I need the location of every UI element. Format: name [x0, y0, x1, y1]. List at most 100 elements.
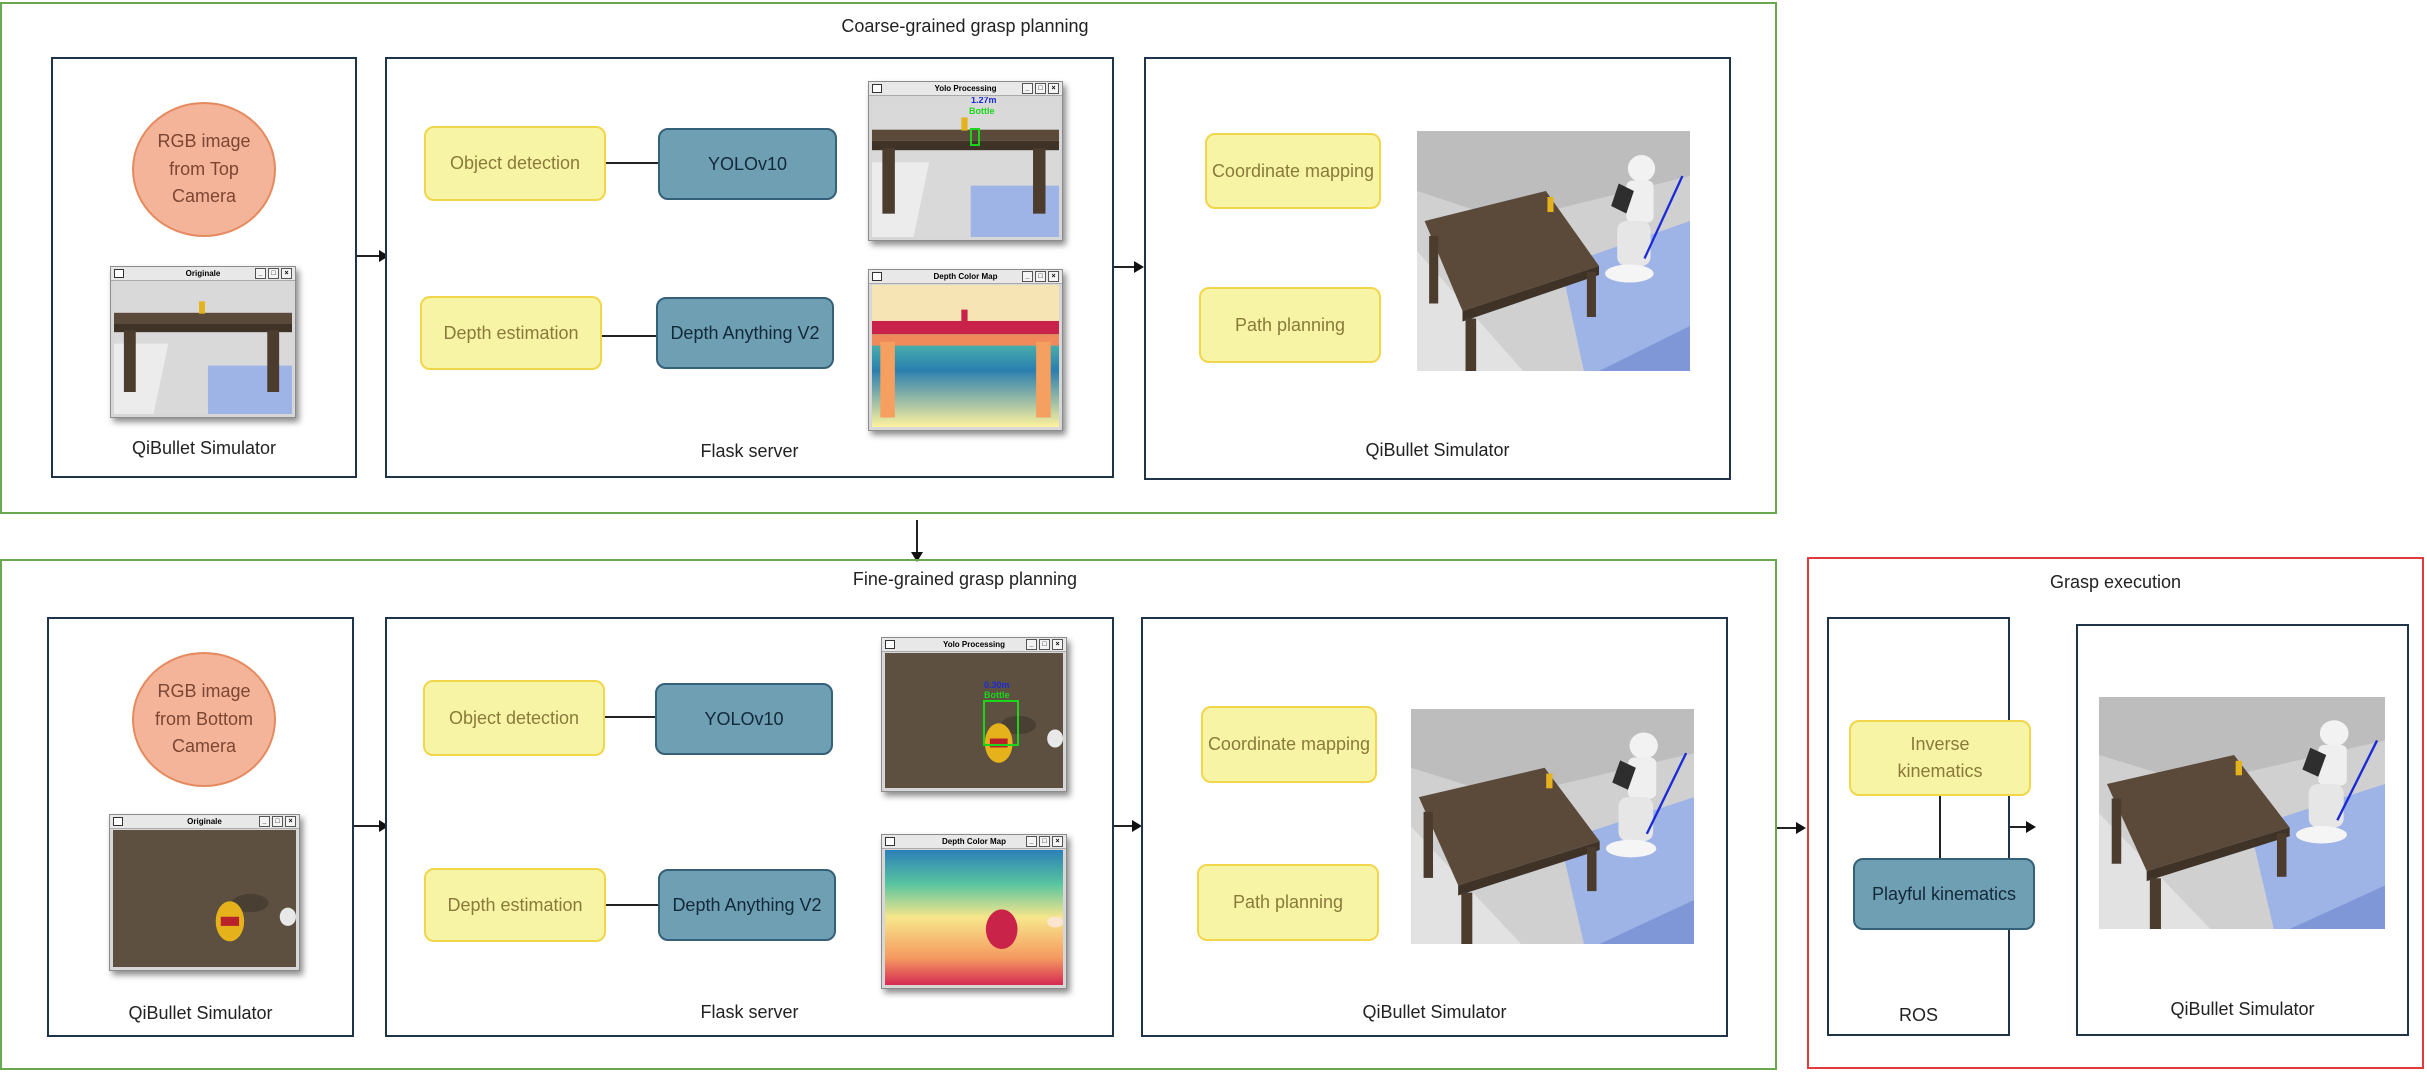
minimize-icon[interactable]: _: [255, 268, 266, 279]
arrowhead: [2026, 821, 2036, 833]
close-icon[interactable]: ×: [285, 816, 296, 827]
coarse-original-window: Originale _ □ ×: [110, 266, 296, 418]
coarse-robot-scene-image: [1417, 131, 1690, 371]
detection-class: Bottle: [969, 106, 995, 116]
maximize-icon[interactable]: □: [268, 268, 279, 279]
coarse-sim-caption: QiBullet Simulator: [1365, 440, 1510, 460]
coarse-input-caption: QiBullet Simulator: [131, 438, 277, 458]
window-title: Depth Color Map: [942, 837, 1006, 846]
window-menu-icon: [872, 84, 882, 93]
window-title-bar: Originale _ □ ×: [110, 815, 299, 829]
execution-robot-scene-image: [2099, 697, 2385, 929]
coarse-camera-input-node: RGB image from Top Camera: [132, 102, 276, 237]
fine-camera-input-node: RGB image from Bottom Camera: [132, 652, 276, 787]
execution-stage-title: Grasp execution: [2049, 572, 2182, 592]
node-label: Depth estimation: [447, 894, 583, 915]
node-connector: [606, 162, 660, 164]
fine-planning-stage: [0, 559, 1777, 1070]
window-menu-icon: [885, 640, 895, 649]
close-icon[interactable]: ×: [1052, 836, 1063, 847]
window-title: Originale: [187, 817, 222, 826]
node-connector: [602, 335, 658, 337]
arrowhead: [911, 552, 923, 562]
detection-distance: 0.30m: [984, 680, 1010, 690]
fine-depth-model-node: Depth Anything V2: [658, 869, 836, 941]
node-label: Inverse kinematics: [1897, 734, 1983, 781]
fine-stage-title: Fine-grained grasp planning: [852, 569, 1078, 589]
coarse-path-planning-node: Path planning: [1199, 287, 1381, 363]
maximize-icon[interactable]: □: [1035, 271, 1046, 282]
close-icon[interactable]: ×: [1052, 639, 1063, 650]
window-title-bar: Depth Color Map _ □ ×: [882, 835, 1066, 849]
yolo-detection-image: 1.27m Bottle: [872, 97, 1059, 237]
arrowhead: [1134, 261, 1144, 273]
window-title-bar: Originale _ □ ×: [111, 267, 295, 281]
minimize-icon[interactable]: _: [1022, 271, 1033, 282]
close-icon[interactable]: ×: [1048, 83, 1059, 94]
minimize-icon[interactable]: _: [1026, 836, 1037, 847]
arrowhead: [1132, 820, 1142, 832]
minimize-icon[interactable]: _: [1026, 639, 1037, 650]
arrowhead: [379, 820, 389, 832]
coarse-yolo-model-node: YOLOv10: [658, 128, 837, 200]
window-title: Depth Color Map: [933, 272, 998, 281]
fine-robot-scene-image: [1411, 709, 1694, 944]
detection-bounding-box: [983, 700, 1019, 746]
node-label: YOLOv10: [707, 153, 788, 174]
maximize-icon[interactable]: □: [1039, 639, 1050, 650]
grasp-execution-stage: [1807, 557, 2424, 1069]
connector-arrow: [2010, 826, 2028, 828]
close-icon[interactable]: ×: [281, 268, 292, 279]
arrowhead: [1796, 822, 1806, 834]
fine-sim-caption: QiBullet Simulator: [1362, 1002, 1507, 1022]
fine-depth-estimation-node: Depth estimation: [424, 868, 606, 942]
coarse-yolo-window: Yolo Processing _ □ × 1.27m Bottle: [868, 81, 1063, 241]
minimize-icon[interactable]: _: [1022, 83, 1033, 94]
playful-kinematics-node: Playful kinematics: [1853, 858, 2035, 930]
window-menu-icon: [113, 817, 123, 826]
coarse-camera-input-label: RGB image from Top Camera: [157, 130, 251, 207]
window-title: Yolo Processing: [942, 640, 1006, 649]
node-label: Depth estimation: [443, 322, 579, 343]
coarse-coordinate-mapping-node: Coordinate mapping: [1205, 133, 1381, 209]
execution-sim-caption: QiBullet Simulator: [2170, 999, 2315, 1019]
detection-class: Bottle: [984, 690, 1010, 700]
node-label: Coordinate mapping: [1211, 160, 1375, 181]
inverse-kinematics-node: Inverse kinematics: [1849, 720, 2031, 796]
maximize-icon[interactable]: □: [1039, 836, 1050, 847]
fine-input-caption: QiBullet Simulator: [128, 1003, 273, 1023]
maximize-icon[interactable]: □: [272, 816, 283, 827]
window-title-bar: Yolo Processing _ □ ×: [869, 82, 1062, 96]
coarse-planning-stage: [0, 2, 1777, 514]
node-label: Path planning: [1232, 892, 1344, 912]
detection-distance: 1.27m: [971, 97, 997, 105]
connector-arrow: [1114, 825, 1134, 827]
maximize-icon[interactable]: □: [1035, 83, 1046, 94]
fine-path-planning-node: Path planning: [1197, 864, 1379, 941]
window-title: Yolo Processing: [934, 84, 997, 93]
node-label: Coordinate mapping: [1207, 734, 1371, 754]
minimize-icon[interactable]: _: [259, 816, 270, 827]
window-menu-icon: [114, 269, 124, 278]
window-menu-icon: [872, 272, 882, 281]
window-menu-icon: [885, 837, 895, 846]
node-connector: [606, 904, 660, 906]
node-label: Object detection: [448, 707, 580, 728]
fine-depth-window: Depth Color Map _ □ ×: [881, 834, 1067, 989]
coarse-stage-title: Coarse-grained grasp planning: [841, 16, 1089, 36]
bottom-camera-image: [113, 830, 296, 967]
coarse-depth-window: Depth Color Map _ □ ×: [868, 269, 1063, 431]
depth-map-image: [885, 850, 1063, 985]
close-icon[interactable]: ×: [1048, 271, 1059, 282]
node-label: Depth Anything V2: [670, 322, 820, 343]
fine-server-caption: Flask server: [700, 1002, 799, 1022]
node-label: Playful kinematics: [1871, 883, 2017, 904]
stage-transition-arrow: [916, 520, 918, 554]
coarse-depth-estimation-node: Depth estimation: [420, 296, 602, 370]
window-title: Originale: [185, 269, 221, 278]
coarse-depth-model-node: Depth Anything V2: [656, 297, 834, 369]
fine-yolo-model-node: YOLOv10: [655, 683, 833, 755]
node-connector: [605, 716, 657, 718]
window-title-bar: Yolo Processing _ □ ×: [882, 638, 1066, 652]
detection-bounding-box: [970, 128, 980, 146]
